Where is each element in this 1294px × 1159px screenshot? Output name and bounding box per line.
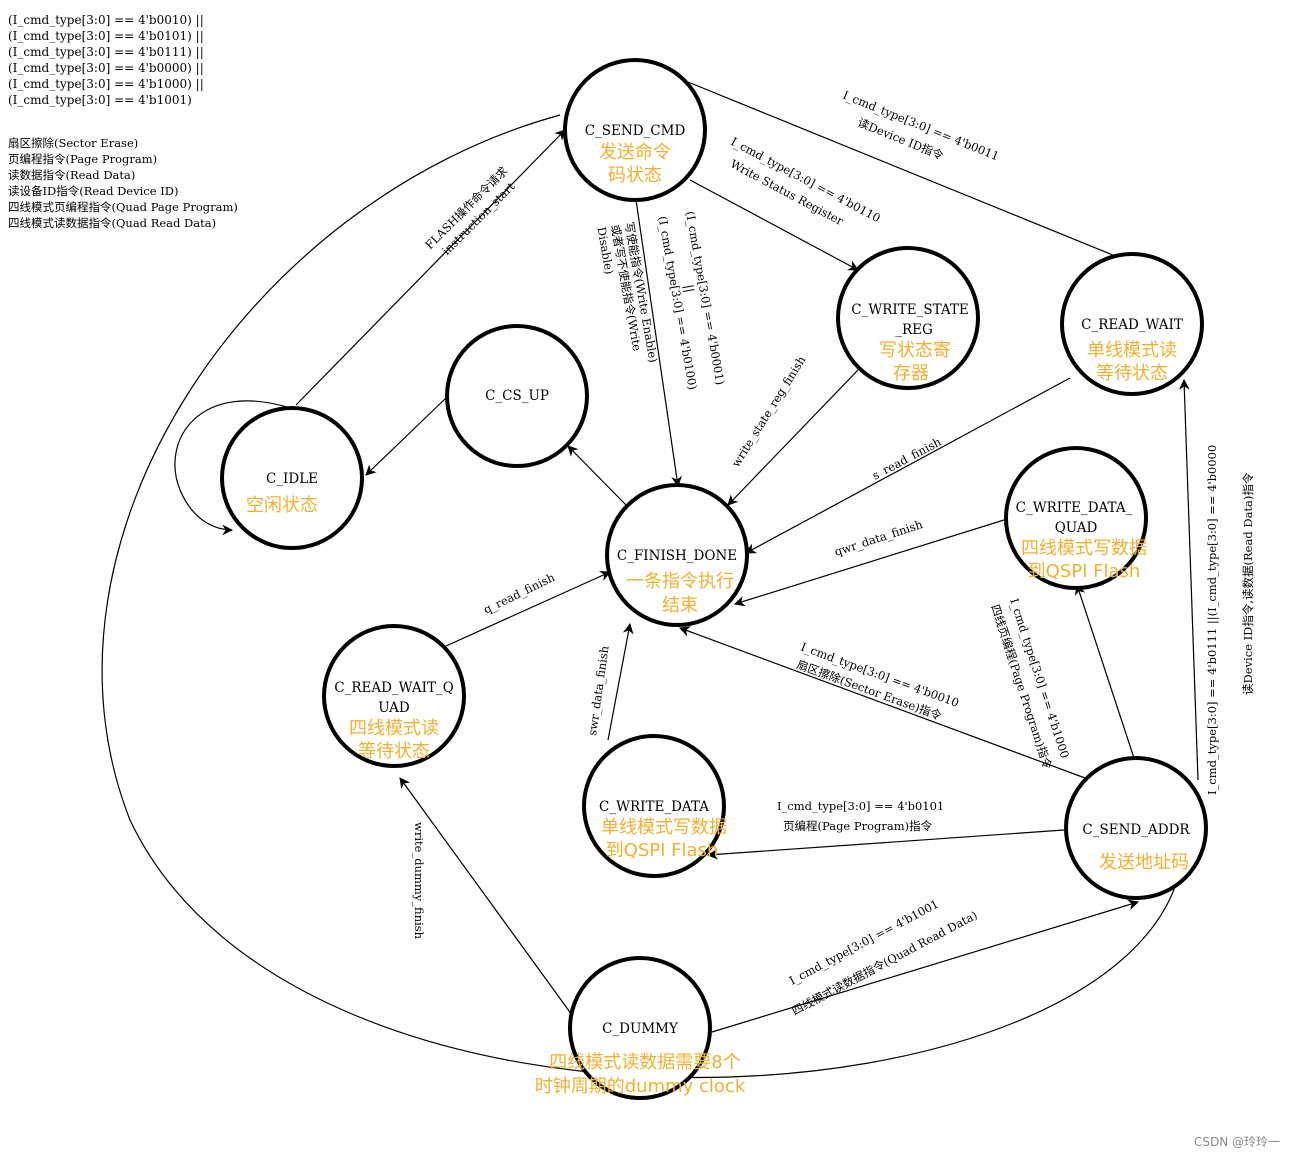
command-line: 四线模式页编程指令(Quad Page Program) [8,200,238,214]
state-name: C_WRITE_DATA_ [1016,500,1133,516]
command-line: 读数据指令(Read Data) [8,168,135,182]
state-name: C_DUMMY [602,1021,679,1037]
finish-to-cs-up-edge [567,445,627,506]
state-send-addr: C_SEND_ADDR 发送地址码 [1064,756,1208,900]
state-dummy: C_DUMMY 四线模式读数据需要8个 时钟周期的dummy clock [535,956,746,1100]
state-name: C_WRITE_DATA [599,799,709,815]
addr-to-wdq-edge [1074,583,1135,759]
state-write-state-reg: C_WRITE_STATE _REG 写状态寄 存器 [836,246,980,390]
state-description: 到QSPI Flash [1028,561,1141,582]
condition-line: (I_cmd_type[3:0] == 4'b1001) [8,93,192,107]
condition-list: (I_cmd_type[3:0] == 4'b0010) || (I_cmd_t… [8,13,204,107]
addr-to-read-wait-edge [1178,378,1199,781]
svg-text:读Device ID指令,读数据(Read Data)指令: 读Device ID指令,读数据(Read Data)指令 [1241,472,1255,695]
state-name: C_SEND_CMD [585,123,686,139]
idle-to-send-cmd-edge [295,129,566,406]
state-name: C_CS_UP [485,388,549,404]
state-name: QUAD [1055,520,1098,536]
state-description: 一条指令执行 [626,571,734,592]
read-wait-to-finish-edge [745,377,1071,554]
label-idle-to-cmd: FLASH操作命令请求 instruction_start [422,164,518,258]
state-read-wait: C_READ_WAIT 单线模式读 等待状态 [1060,252,1204,396]
rwq-to-finish-edge [445,571,611,647]
label-addr-to-finish: I_cmd_type[3:0] == 4'b0010 扇区擦除(Sector E… [795,640,961,723]
condition-line: (I_cmd_type[3:0] == 4'b0000) || [8,61,204,75]
label-wdq-to-finish: qwr_data_finish [833,517,925,559]
state-description: 发送地址码 [1099,852,1189,873]
svg-text:页编程(Page Program)指令: 页编程(Page Program)指令 [783,819,933,833]
label-wd-to-finish: swr_data_finish [585,644,612,736]
state-name: C_SEND_ADDR [1082,822,1190,838]
svg-text:I_cmd_type[3:0] == 4'b0111 ||(: I_cmd_type[3:0] == 4'b0111 ||(I_cmd_type… [1205,445,1220,795]
state-description: 等待状态 [358,741,430,762]
state-description: 结束 [662,595,698,616]
state-name: C_IDLE [266,471,318,487]
state-description: 存器 [893,363,929,384]
command-line: 页编程指令(Page Program) [8,152,157,166]
state-name: C_WRITE_STATE [851,302,968,318]
label-dummy-to-rwq: write_dummy_finish [412,822,426,940]
command-line: 扇区擦除(Sector Erase) [8,136,138,150]
state-description: 发送命令 [599,142,671,163]
state-write-data: C_WRITE_DATA 单线模式写数据 到QSPI Flash [582,734,727,878]
outer-loop-edge [101,114,1181,1078]
condition-line: (I_cmd_type[3:0] == 4'b0101) || [8,29,204,43]
state-description: 空闲状态 [246,495,318,516]
label-dummy-to-addr: I_cmd_type[3:0] == 4'b1001 四线模式读数据指令(Qua… [787,897,980,1018]
label-rwq-to-finish: q_read_finish [481,570,557,617]
state-finish-done: C_FINISH_DONE 一条指令执行 结束 [605,483,749,627]
wd-to-finish-edge [607,622,634,741]
state-name: C_FINISH_DONE [617,548,737,564]
state-idle: C_IDLE 空闲状态 [220,406,364,550]
state-description: 码状态 [608,165,662,186]
condition-line: (I_cmd_type[3:0] == 4'b1000) || [8,77,204,91]
label-wsr-to-finish: write_state_reg_finish [729,353,809,470]
label-addr-to-wd: I_cmd_type[3:0] == 4'b0101 页编程(Page Prog… [777,799,944,833]
watermark-text: CSDN @玲玲一 [1194,1135,1280,1149]
condition-line: (I_cmd_type[3:0] == 4'b0111) || [8,45,204,59]
state-description: 单线模式读 [1087,340,1177,361]
command-line: 读设备ID指令(Read Device ID) [8,184,178,198]
condition-line: (I_cmd_type[3:0] == 4'b0010) || [8,13,204,27]
state-write-data-quad: C_WRITE_DATA_ QUAD 四线模式写数据 到QSPI Flash [1004,446,1148,590]
state-description: 四线模式写数据 [1021,538,1147,559]
state-description: 四线模式读数据需要8个 [549,1052,740,1073]
send-cmd-to-read-wait-edge [687,81,1132,264]
label-addr-to-read-wait: I_cmd_type[3:0] == 4'b0111 ||(I_cmd_type… [1205,445,1255,795]
label-cmd-to-read-wait: I_cmd_type[3:0] == 4'b0011 读Device ID指令 [841,88,1001,164]
wsr-to-finish-edge [727,369,859,506]
state-description: 写状态寄 [879,340,951,361]
svg-text:I_cmd_type[3:0] == 4'b0101: I_cmd_type[3:0] == 4'b0101 [777,799,944,813]
state-description: 时钟周期的dummy clock [535,1076,746,1097]
dummy-to-rwq-edge [399,777,573,1016]
cs-up-to-idle-edge [365,397,447,476]
label-read-wait-to-finish: s_read_finish [870,434,944,482]
state-name: _REG [895,322,933,338]
state-read-wait-quad: C_READ_WAIT_Q UAD 四线模式读 等待状态 [322,624,466,768]
addr-to-wd-edge [706,829,1065,860]
state-description: 单线模式写数据 [601,817,727,838]
state-name: UAD [378,700,410,716]
state-cs-up: C_CS_UP [445,324,589,468]
state-description: 等待状态 [1096,363,1168,384]
command-line: 四线模式读数据指令(Quad Read Data) [8,216,216,230]
state-name: C_READ_WAIT_Q [334,680,454,696]
wdq-to-finish-edge [733,519,1005,607]
command-list: 扇区擦除(Sector Erase) 页编程指令(Page Program) 读… [8,136,238,230]
send-cmd-to-finish-edge [635,199,682,488]
addr-to-finish-edge [678,626,1086,779]
label-addr-to-wdq: I_cmd_type[3:0] == 4'b1000 四线页编程(Page Pr… [988,597,1072,772]
dummy-to-addr-edge [711,899,1140,1033]
svg-text:||: || [681,283,697,293]
idle-self-loop [174,400,291,536]
state-description: 到QSPI Flash [606,840,719,861]
label-cmd-to-wsr: I_cmd_type[3:0] == 4'b0110 Write Status … [728,134,883,228]
state-description: 四线模式读 [349,718,439,739]
send-cmd-to-wsr-edge [689,179,859,271]
state-name: C_READ_WAIT [1081,317,1183,333]
state-send-cmd: C_SEND_CMD 发送命令 码状态 [563,58,707,202]
